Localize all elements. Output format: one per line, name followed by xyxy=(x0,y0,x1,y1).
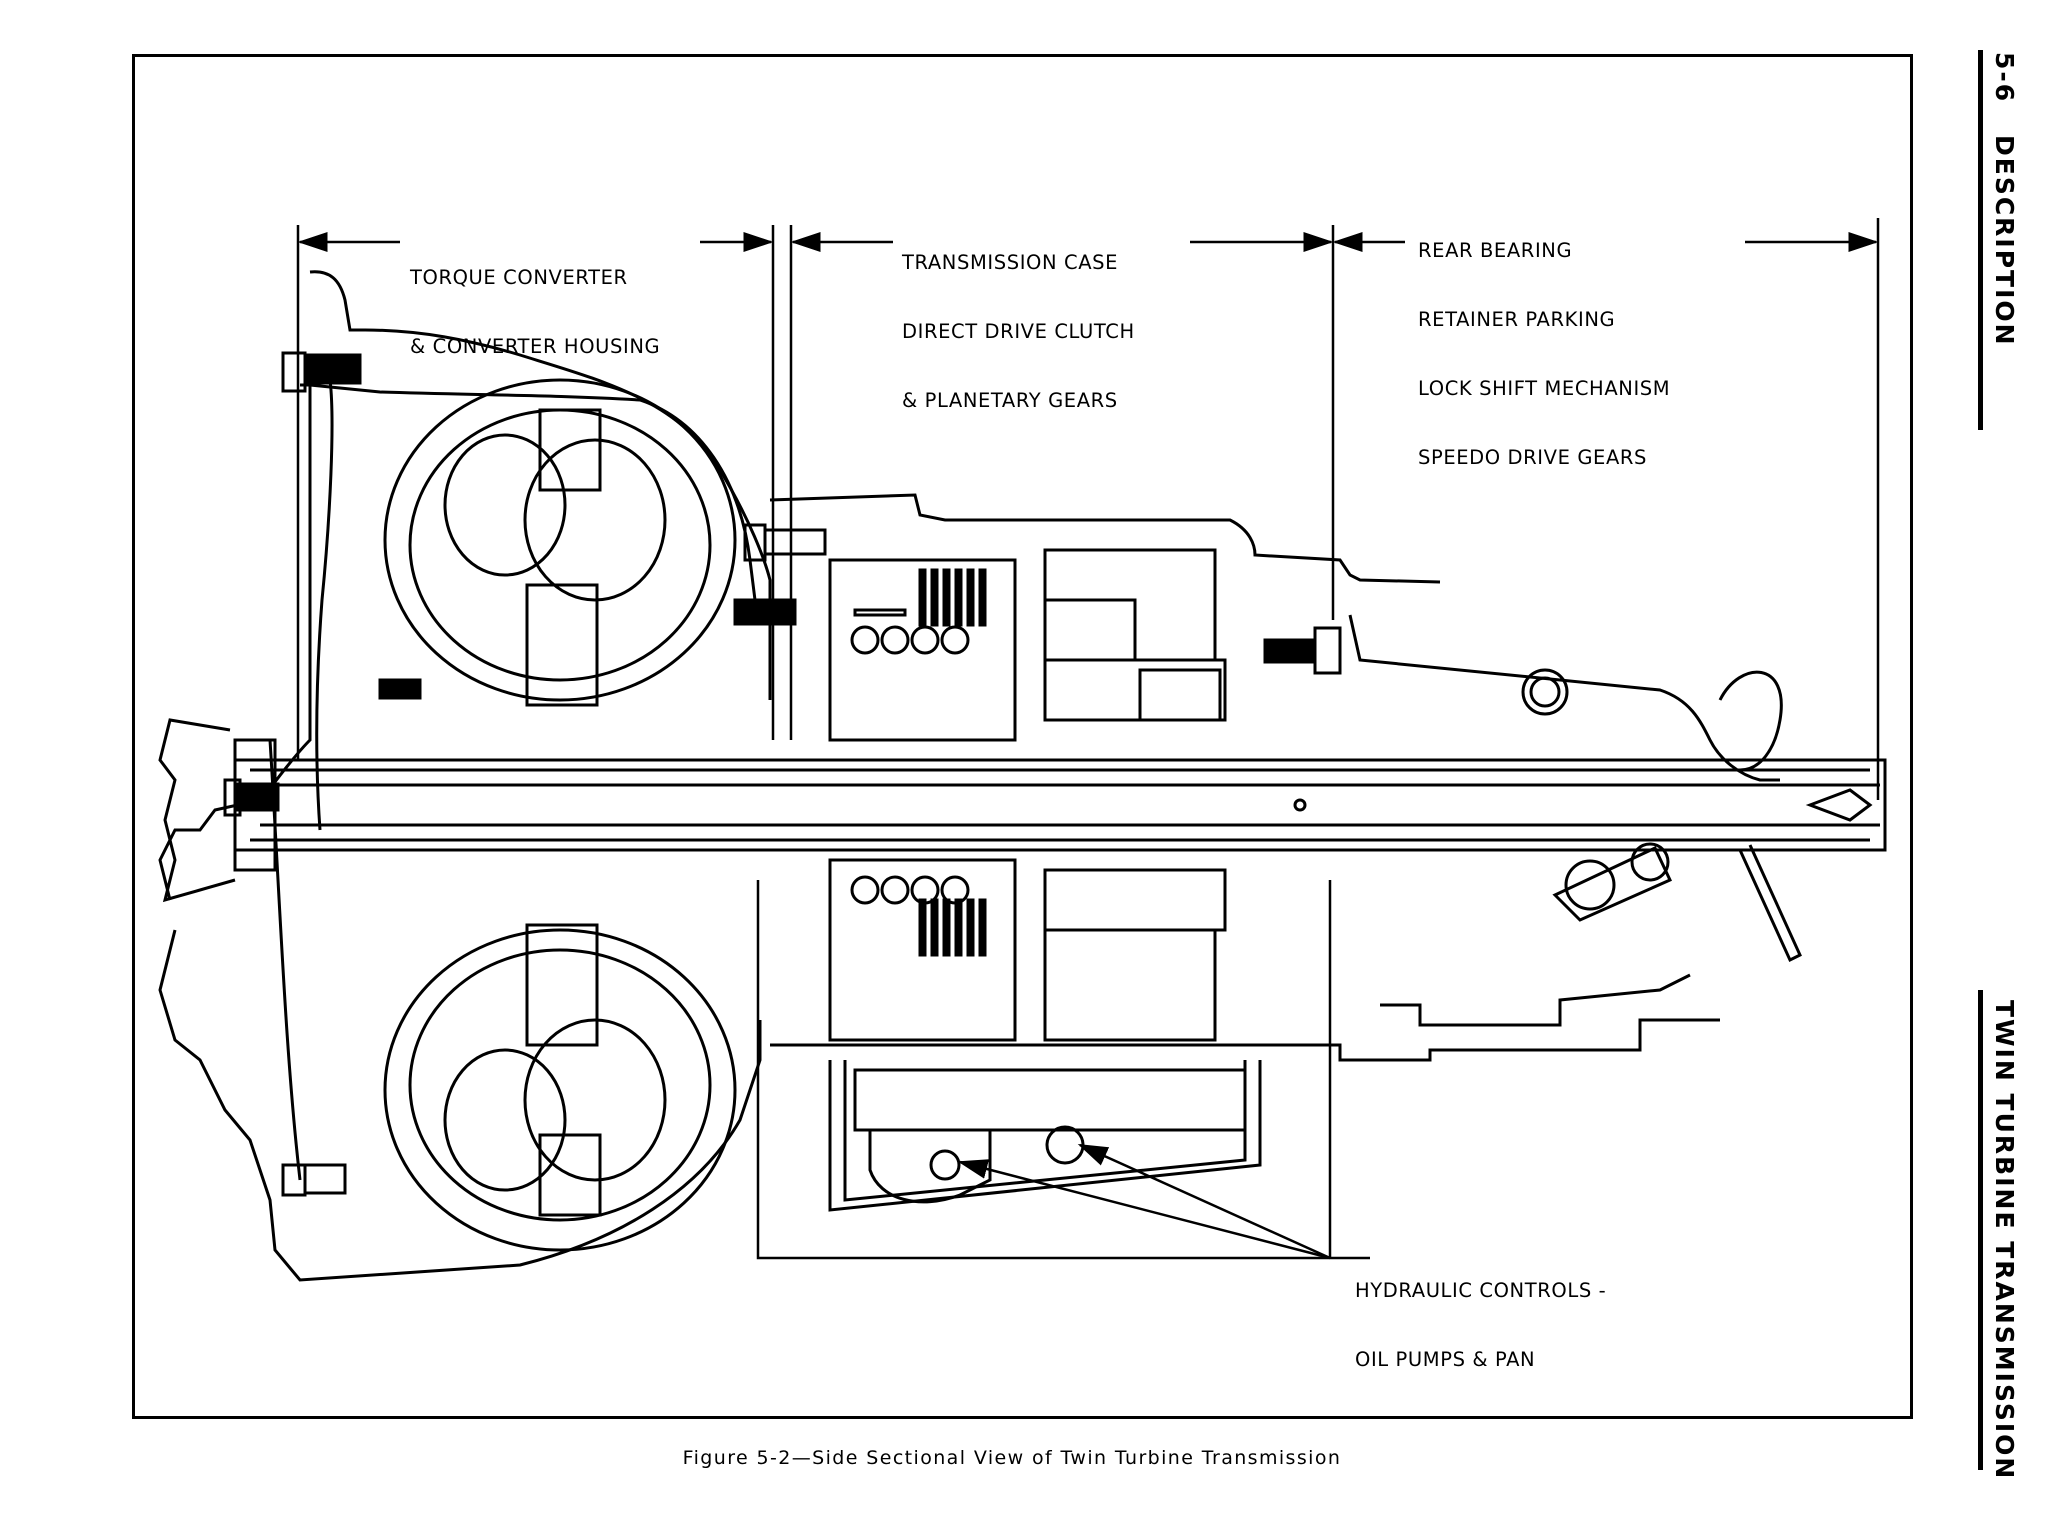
callout-line: LOCK SHIFT MECHANISM xyxy=(1418,377,1671,400)
callout-line: OIL PUMPS & PAN xyxy=(1355,1348,1536,1371)
callout-line: & PLANETARY GEARS xyxy=(902,389,1118,412)
callout-line: SPEEDO DRIVE GEARS xyxy=(1418,446,1648,469)
transmission-case xyxy=(769,493,1720,1062)
callout-line: DIRECT DRIVE CLUTCH xyxy=(902,320,1135,343)
callout-transmission-case: TRANSMISSION CASE DIRECT DRIVE CLUTCH & … xyxy=(902,205,1135,435)
callout-line: HYDRAULIC CONTROLS - xyxy=(1355,1279,1607,1302)
page-number: 5-6 xyxy=(1990,52,2019,104)
callout-line: RETAINER PARKING xyxy=(1418,308,1616,331)
callout-torque-converter: TORQUE CONVERTER & CONVERTER HOUSING xyxy=(410,220,660,381)
figure-caption: Figure 5-2—Side Sectional View of Twin T… xyxy=(682,1447,1342,1469)
callout-rear-bearing: REAR BEARING RETAINER PARKING LOCK SHIFT… xyxy=(1418,193,1670,492)
callout-hydraulic-controls: HYDRAULIC CONTROLS - OIL PUMPS & PAN xyxy=(1355,1233,1606,1394)
torus-lower xyxy=(383,923,737,1252)
callout-line: TORQUE CONVERTER xyxy=(410,266,628,289)
header-rule-bottom xyxy=(1978,990,1983,1470)
front-hub xyxy=(158,718,277,903)
dimension-lines xyxy=(296,218,1880,800)
callout-line: TRANSMISSION CASE xyxy=(902,251,1119,274)
chapter-title: TWIN TURBINE TRANSMISSION xyxy=(1990,1000,2019,1481)
callout-line: REAR BEARING xyxy=(1418,239,1573,262)
section-title: DESCRIPTION xyxy=(1990,135,2019,347)
callout-line: & CONVERTER HOUSING xyxy=(410,335,661,358)
main-shaft xyxy=(233,758,1887,852)
figure-frame xyxy=(132,54,1913,1419)
header-rule-top xyxy=(1978,50,1983,430)
torus-upper xyxy=(383,378,737,707)
oil-pan xyxy=(828,1060,1262,1212)
bolts xyxy=(223,351,1342,1197)
hydraulic-leaders xyxy=(756,880,1370,1260)
rear-extension xyxy=(1348,614,1802,1027)
